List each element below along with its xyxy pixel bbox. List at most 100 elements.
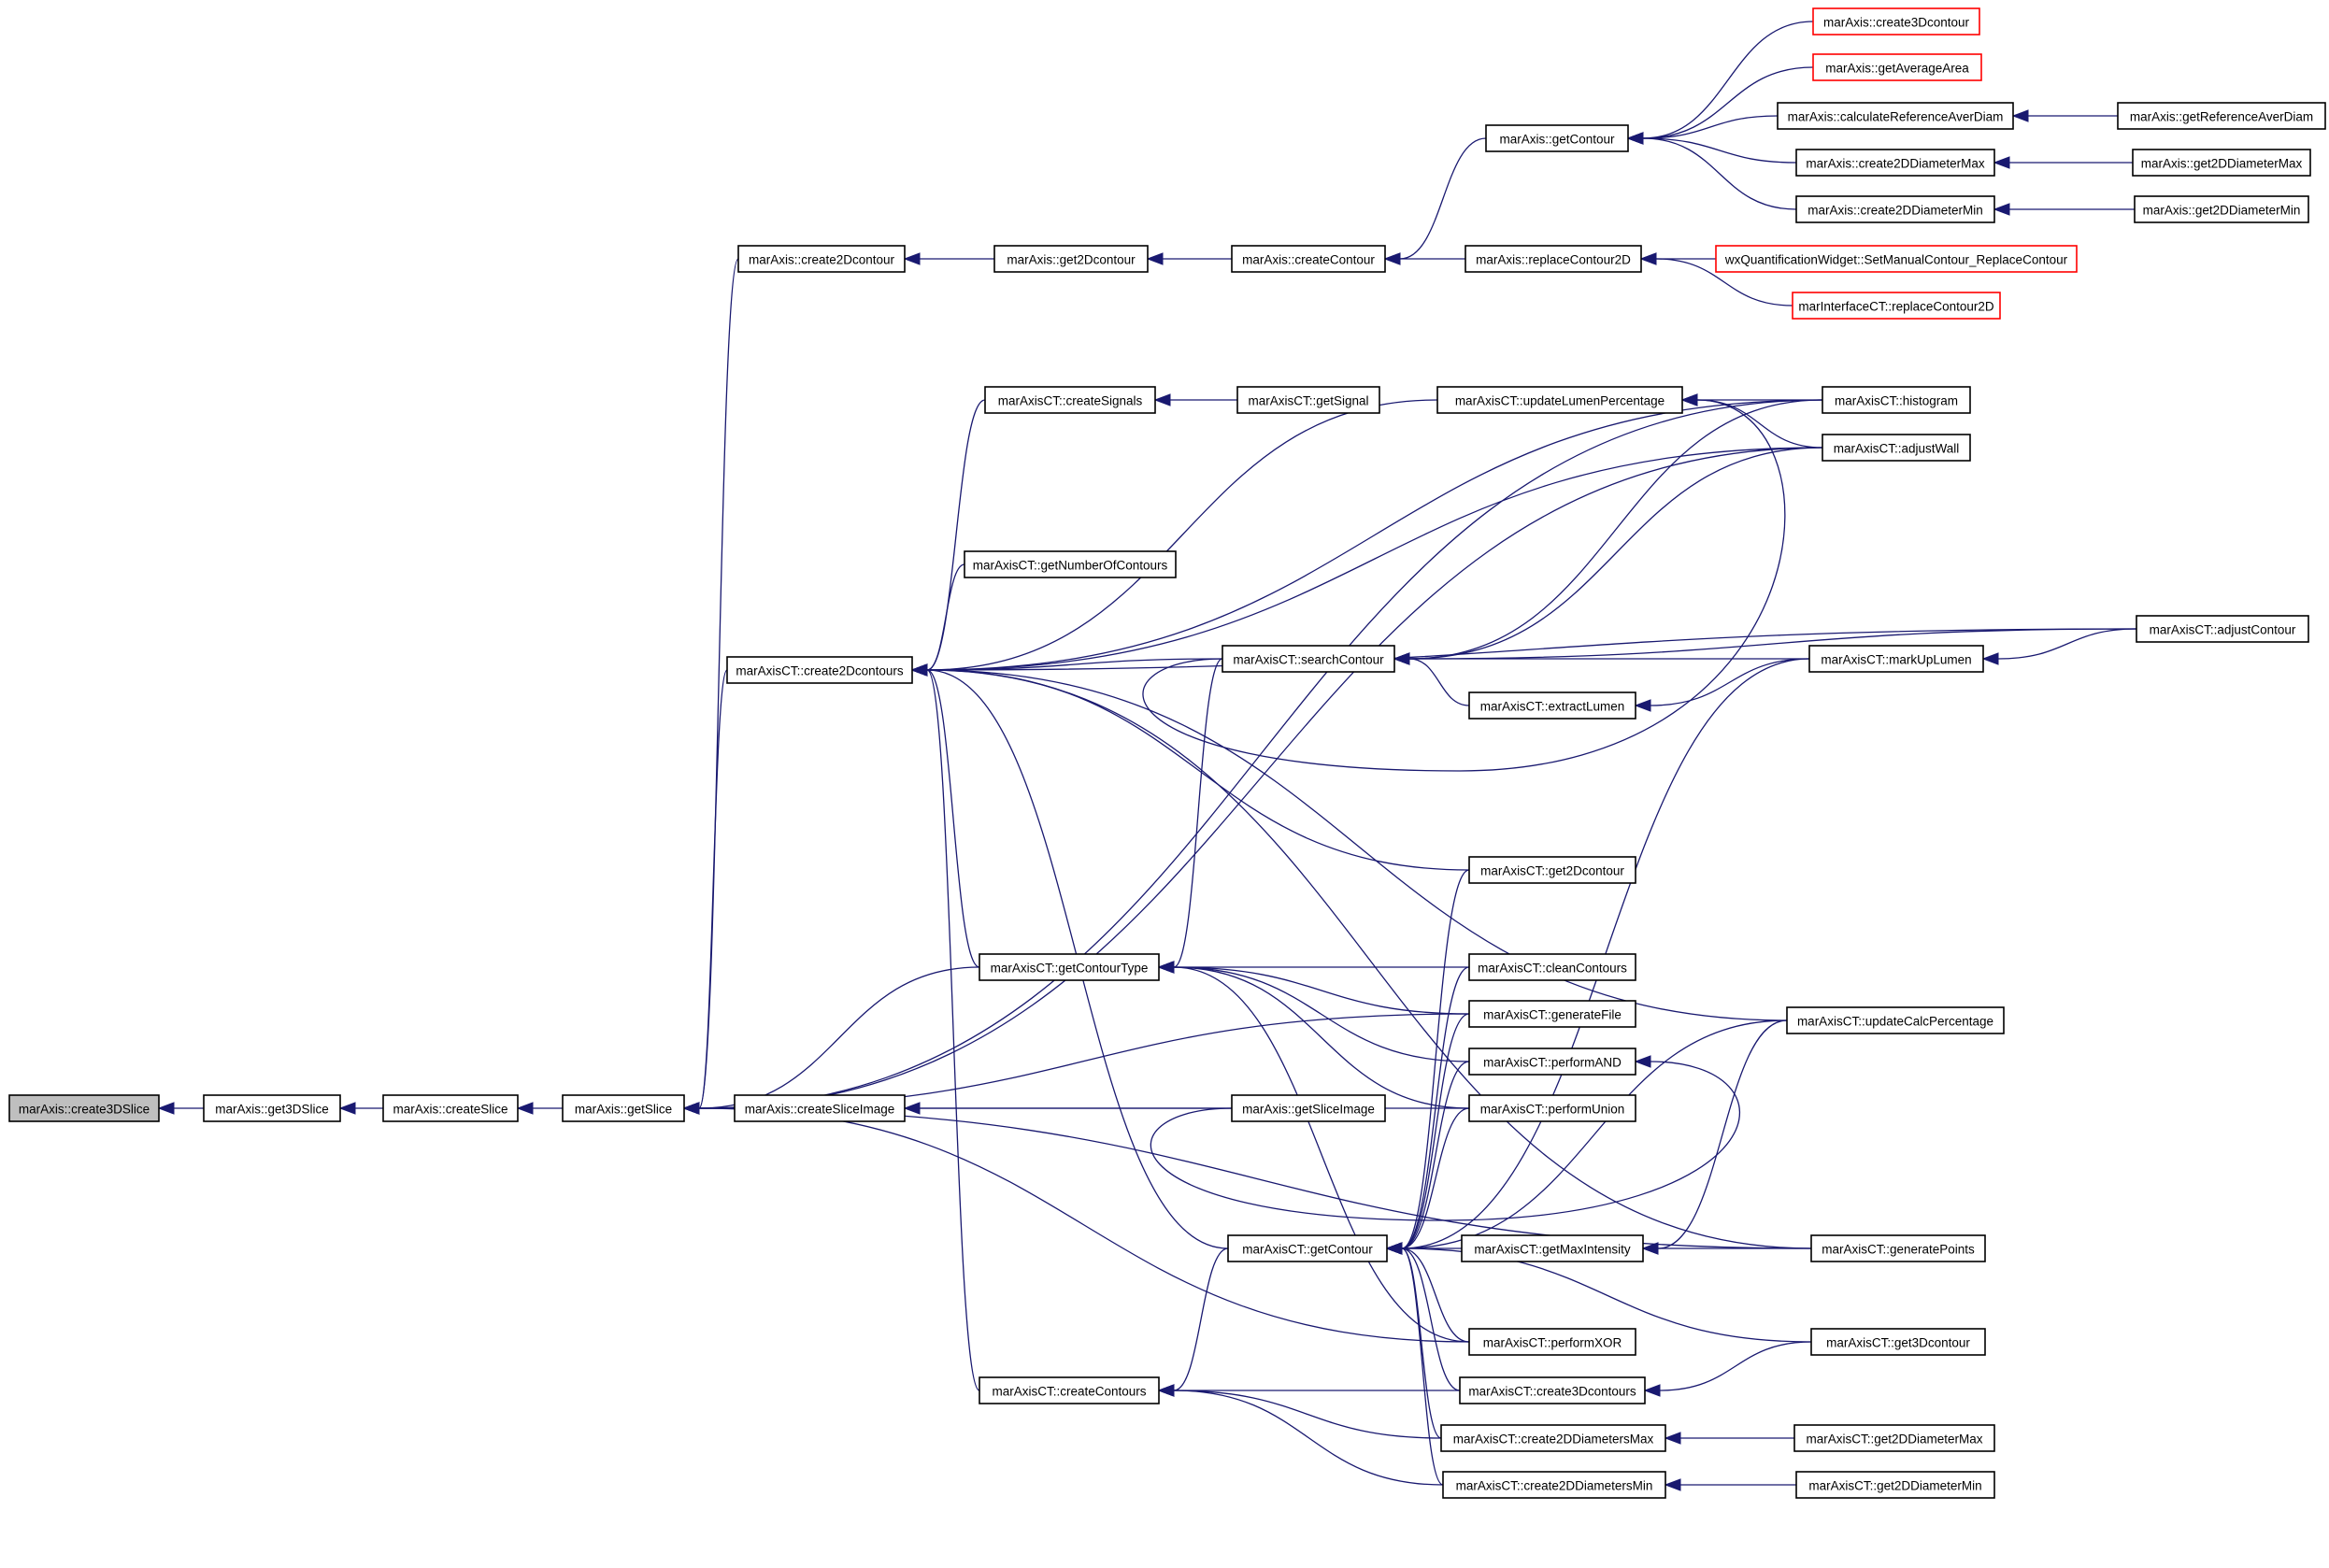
graph-node-root[interactable]: marAxis::create3DSlice — [8, 1094, 160, 1122]
edge-line — [1997, 628, 2137, 660]
graph-node-getrefaverdiam[interactable]: marAxis::getReferenceAverDiam — [2117, 102, 2326, 130]
graph-node-wxsetmanual[interactable]: wxQuantificationWidget::SetManualContour… — [1715, 245, 2078, 273]
graph-node-adjustwall[interactable]: marAxisCT::adjustWall — [1822, 434, 1971, 462]
graph-node-getaveragearea[interactable]: marAxis::getAverageArea — [1812, 53, 1982, 81]
edge-line — [1399, 137, 1487, 260]
edge-line — [1173, 1390, 1442, 1439]
edge-line — [1401, 1013, 1470, 1249]
graph-node-getsignal[interactable]: marAxisCT::getSignal — [1236, 386, 1380, 414]
graph-node-ct-get2ddiammax[interactable]: marAxisCT::get2DDiameterMax — [1793, 1424, 1995, 1452]
graph-node-ct-get2ddiammin[interactable]: marAxisCT::get2DDiameterMin — [1795, 1471, 1995, 1499]
call-edge — [1643, 1341, 1812, 1397]
graph-node-ax-create2ddiammin[interactable]: marAxis::create2DDiameterMin — [1795, 195, 1995, 223]
graph-node-performunion[interactable]: marAxisCT::performUnion — [1468, 1094, 1636, 1122]
graph-node-ifacereplace[interactable]: marInterfaceCT::replaceContour2D — [1792, 292, 2001, 320]
graph-node-extractlumen[interactable]: marAxisCT::extractLumen — [1468, 691, 1636, 720]
call-edge — [1639, 252, 1793, 306]
edge-line — [926, 669, 1788, 1021]
graph-node-getcontourtype[interactable]: marAxisCT::getContourType — [979, 953, 1160, 981]
call-edge — [1981, 628, 2137, 665]
graph-node-get3dcontour[interactable]: marAxisCT::get3Dcontour — [1810, 1328, 1986, 1356]
node-box — [1812, 53, 1982, 81]
graph-node-performxor[interactable]: marAxisCT::performXOR — [1468, 1328, 1636, 1356]
node-box — [1236, 386, 1380, 414]
node-box — [1231, 245, 1386, 273]
edge-line — [1173, 966, 1470, 1109]
edge-arrowhead — [1993, 156, 2010, 169]
edge-line — [926, 669, 980, 968]
edge-line — [1642, 137, 1797, 164]
graph-node-create2dcontour[interactable]: marAxis::create2Dcontour — [737, 245, 906, 273]
graph-node-createsignals[interactable]: marAxisCT::createSignals — [984, 386, 1156, 414]
graph-node-adjustcontour[interactable]: marAxisCT::adjustContour — [2136, 615, 2309, 643]
graph-node-generatefile[interactable]: marAxisCT::generateFile — [1468, 1000, 1636, 1028]
node-box — [1465, 245, 1642, 273]
edge-line — [698, 399, 1823, 1109]
call-edge — [157, 1102, 204, 1115]
graph-node-createcontour[interactable]: marAxis::createContour — [1231, 245, 1386, 273]
edge-line — [926, 399, 986, 671]
graph-node-getnumberofcontours[interactable]: marAxisCT::getNumberOfContours — [964, 550, 1177, 578]
graph-node-getmaxintensity[interactable]: marAxisCT::getMaxIntensity — [1461, 1234, 1644, 1262]
call-edge — [1153, 393, 1237, 406]
node-box — [1795, 149, 1995, 177]
edge-line — [926, 628, 2137, 671]
graph-node-ax-create2ddiammax[interactable]: marAxis::create2DDiameterMax — [1795, 149, 1995, 177]
call-edge — [1385, 1061, 1470, 1255]
graph-node-create3dcontours[interactable]: marAxisCT::create3Dcontours — [1459, 1376, 1646, 1404]
call-edge — [338, 1102, 383, 1115]
edge-arrowhead — [682, 1102, 700, 1115]
graph-node-get3dslice[interactable]: marAxis::get3DSlice — [203, 1094, 341, 1122]
graph-node-searchcontour[interactable]: marAxisCT::searchContour — [1222, 645, 1395, 673]
edge-arrowhead — [1664, 1432, 1681, 1445]
call-edge — [1664, 1432, 1794, 1445]
edge-line — [1659, 1341, 1812, 1391]
node-label: marAxisCT::updateCalcPercentage — [1797, 1015, 1993, 1029]
call-edge — [1157, 658, 1223, 974]
edge-line — [698, 1107, 1470, 1343]
graph-node-create2dcontours[interactable]: marAxisCT::create2Dcontours — [726, 656, 913, 684]
graph-node-updatelumenpct[interactable]: marAxisCT::updateLumenPercentage — [1436, 386, 1683, 414]
graph-node-calcrefaverdiam[interactable]: marAxis::calculateReferenceAverDiam — [1777, 102, 2014, 130]
node-label: marAxis::createSlice — [393, 1103, 507, 1117]
call-edge — [910, 663, 1470, 871]
graph-node-getcontour[interactable]: marAxis::getContour — [1485, 124, 1629, 152]
node-label: marAxisCT::getNumberOfContours — [973, 559, 1168, 573]
node-label: marAxisCT::get3Dcontour — [1826, 1336, 1970, 1350]
graph-node-createslice[interactable]: marAxis::createSlice — [382, 1094, 519, 1122]
graph-node-updatecalcpct[interactable]: marAxisCT::updateCalcPercentage — [1786, 1006, 2005, 1034]
graph-node-createcontours[interactable]: marAxisCT::createContours — [979, 1376, 1160, 1404]
graph-node-cleancontours[interactable]: marAxisCT::cleanContours — [1468, 953, 1636, 981]
graph-node-histogram[interactable]: marAxisCT::histogram — [1822, 386, 1971, 414]
graph-node-create3dcontour[interactable]: marAxis::create3Dcontour — [1812, 7, 1980, 36]
graph-node-ct-create2ddiamsmax[interactable]: marAxisCT::create2DDiametersMax — [1440, 1424, 1666, 1452]
graph-node-ax-get2ddiammin[interactable]: marAxis::get2DDiameterMin — [2134, 195, 2309, 223]
call-edge — [1383, 252, 1465, 265]
node-box — [1468, 856, 1636, 884]
edge-line — [698, 1107, 1812, 1249]
call-edge — [682, 1102, 1812, 1249]
graph-node-getslice[interactable]: marAxis::getSlice — [562, 1094, 685, 1122]
graph-node-ct-getcontour[interactable]: marAxisCT::getContour — [1227, 1234, 1388, 1262]
call-edge — [1393, 447, 1823, 665]
graph-node-ax-get2ddiammax[interactable]: marAxis::get2DDiameterMax — [2132, 149, 2311, 177]
node-label: marInterfaceCT::replaceContour2D — [1798, 300, 1994, 314]
edge-arrowhead — [1157, 961, 1175, 974]
graph-node-markuplumen[interactable]: marAxisCT::markUpLumen — [1808, 645, 1984, 673]
graph-node-generatepoints[interactable]: marAxisCT::generatePoints — [1810, 1234, 1986, 1262]
graph-node-ax-get2dcontour[interactable]: marAxis::get2Dcontour — [993, 245, 1149, 273]
graph-node-getsliceimage[interactable]: marAxis::getSliceImage — [1231, 1094, 1386, 1122]
graph-node-performand[interactable]: marAxisCT::performAND — [1468, 1048, 1636, 1076]
node-box — [1810, 1234, 1986, 1262]
edge-arrowhead — [338, 1102, 356, 1115]
node-box — [1485, 124, 1629, 152]
node-box — [1786, 1006, 2005, 1034]
call-edge — [1385, 966, 1470, 1255]
node-box — [382, 1094, 519, 1122]
graph-node-ct-create2ddiamsmin[interactable]: marAxisCT::create2DDiametersMin — [1442, 1471, 1666, 1499]
graph-node-ct-get2dcontour[interactable]: marAxisCT::get2Dcontour — [1468, 856, 1636, 884]
graph-node-createsliceimage[interactable]: marAxis::createSliceImage — [734, 1094, 906, 1122]
graph-node-replacecontour2d[interactable]: marAxis::replaceContour2D — [1465, 245, 1642, 273]
node-box — [2117, 102, 2326, 130]
edge-line — [1173, 1390, 1444, 1486]
